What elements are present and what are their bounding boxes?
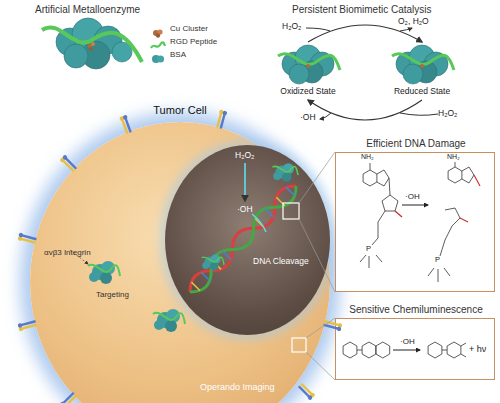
enzyme-state: Oxidized State — [272, 42, 344, 100]
legend-swatch-part-part — [153, 30, 159, 36]
legend-swatch-part-part — [151, 42, 165, 48]
legend-swatch-part — [150, 28, 166, 38]
node-text: Tumor Cell — [30, 104, 330, 117]
annotation-label: ·OH — [300, 113, 316, 123]
metalloenzyme-illustration-part — [112, 42, 132, 62]
metalloenzyme-illustration-part — [91, 42, 95, 46]
integrin-receptors-part — [297, 382, 316, 401]
catalysis-branches-part — [306, 28, 330, 31]
legend-text: Cu Cluster — [170, 24, 208, 33]
legend-swatch — [150, 24, 166, 34]
enzyme-state: Reduced State — [386, 42, 458, 100]
cell-nucleus: H₂O₂ ·OH DNA Cleavage — [165, 145, 330, 335]
protein-blob-part — [420, 64, 424, 68]
node-text: Sensitive Chemiluminescence — [326, 304, 500, 316]
legend-swatch-part-part — [157, 55, 164, 62]
metalloenzyme-illustration-part — [94, 26, 122, 54]
panel-heading: Persistent Biomimetic Catalysis — [292, 4, 431, 16]
panel-heading: Artificial Metalloenzyme — [35, 4, 140, 16]
protein-blob-part — [278, 54, 340, 70]
annotation-label: H₂O₂ — [438, 109, 457, 119]
protein-blob-part — [306, 64, 310, 68]
node-text: Reduced State — [380, 87, 464, 97]
protein-blob — [386, 42, 458, 86]
metalloenzyme-illustration-part — [64, 44, 88, 68]
catalysis-branches-part — [320, 113, 331, 119]
node-text: ·OH — [237, 205, 253, 215]
metalloenzyme-illustration — [42, 18, 142, 69]
legend-swatch-part-part — [157, 29, 162, 34]
node-text: H₂O₂ — [235, 151, 254, 161]
legend-text: RGD Peptide — [170, 37, 217, 46]
legend-swatch-part-part — [156, 33, 160, 37]
metalloenzyme-illustration-part — [89, 47, 93, 51]
catalysis-branches-part — [400, 28, 412, 31]
node-text: Oxidized State — [266, 87, 350, 97]
metalloenzyme-illustration-part — [72, 18, 104, 50]
metalloenzyme-illustration-part — [82, 41, 110, 69]
legend-swatch-part-part — [152, 55, 160, 63]
protein-blob-part — [403, 64, 423, 84]
catalysis-branches-part — [400, 113, 438, 115]
protein-blob — [272, 42, 344, 86]
legend-row: BSA — [150, 50, 260, 61]
legend-row: Cu Cluster — [150, 24, 260, 35]
zoom-panel: Efficient DNA Damage — [335, 152, 495, 292]
legend-swatch-part — [150, 54, 166, 64]
legend-text: BSA — [170, 50, 186, 59]
metalloenzyme-illustration-part — [56, 28, 84, 56]
metalloenzyme-illustration-part — [88, 44, 92, 48]
legend-swatch — [150, 50, 166, 60]
node-text: Efficient DNA Damage — [336, 138, 496, 150]
cycle-arrow — [308, 100, 422, 120]
catalysis-branches — [306, 28, 438, 119]
cycle-arrow — [308, 25, 422, 42]
protein-blob-part — [392, 54, 454, 70]
annotation-label: O₂, H₂O — [398, 17, 429, 27]
annotation-label: H₂O₂ — [282, 22, 301, 32]
node-text: DNA Cleavage — [253, 257, 309, 267]
metalloenzyme-illustration-part — [42, 27, 142, 62]
legend-swatch — [150, 37, 166, 47]
protein-blob-part — [289, 64, 309, 84]
legend-row: RGD Peptide — [150, 37, 260, 48]
tumor-cell: Tumor CellH₂O₂·OHDNA Cleavage — [30, 122, 330, 403]
legend-swatch-part — [150, 41, 166, 51]
zoom-panel: Sensitive Chemiluminescence — [335, 318, 495, 380]
